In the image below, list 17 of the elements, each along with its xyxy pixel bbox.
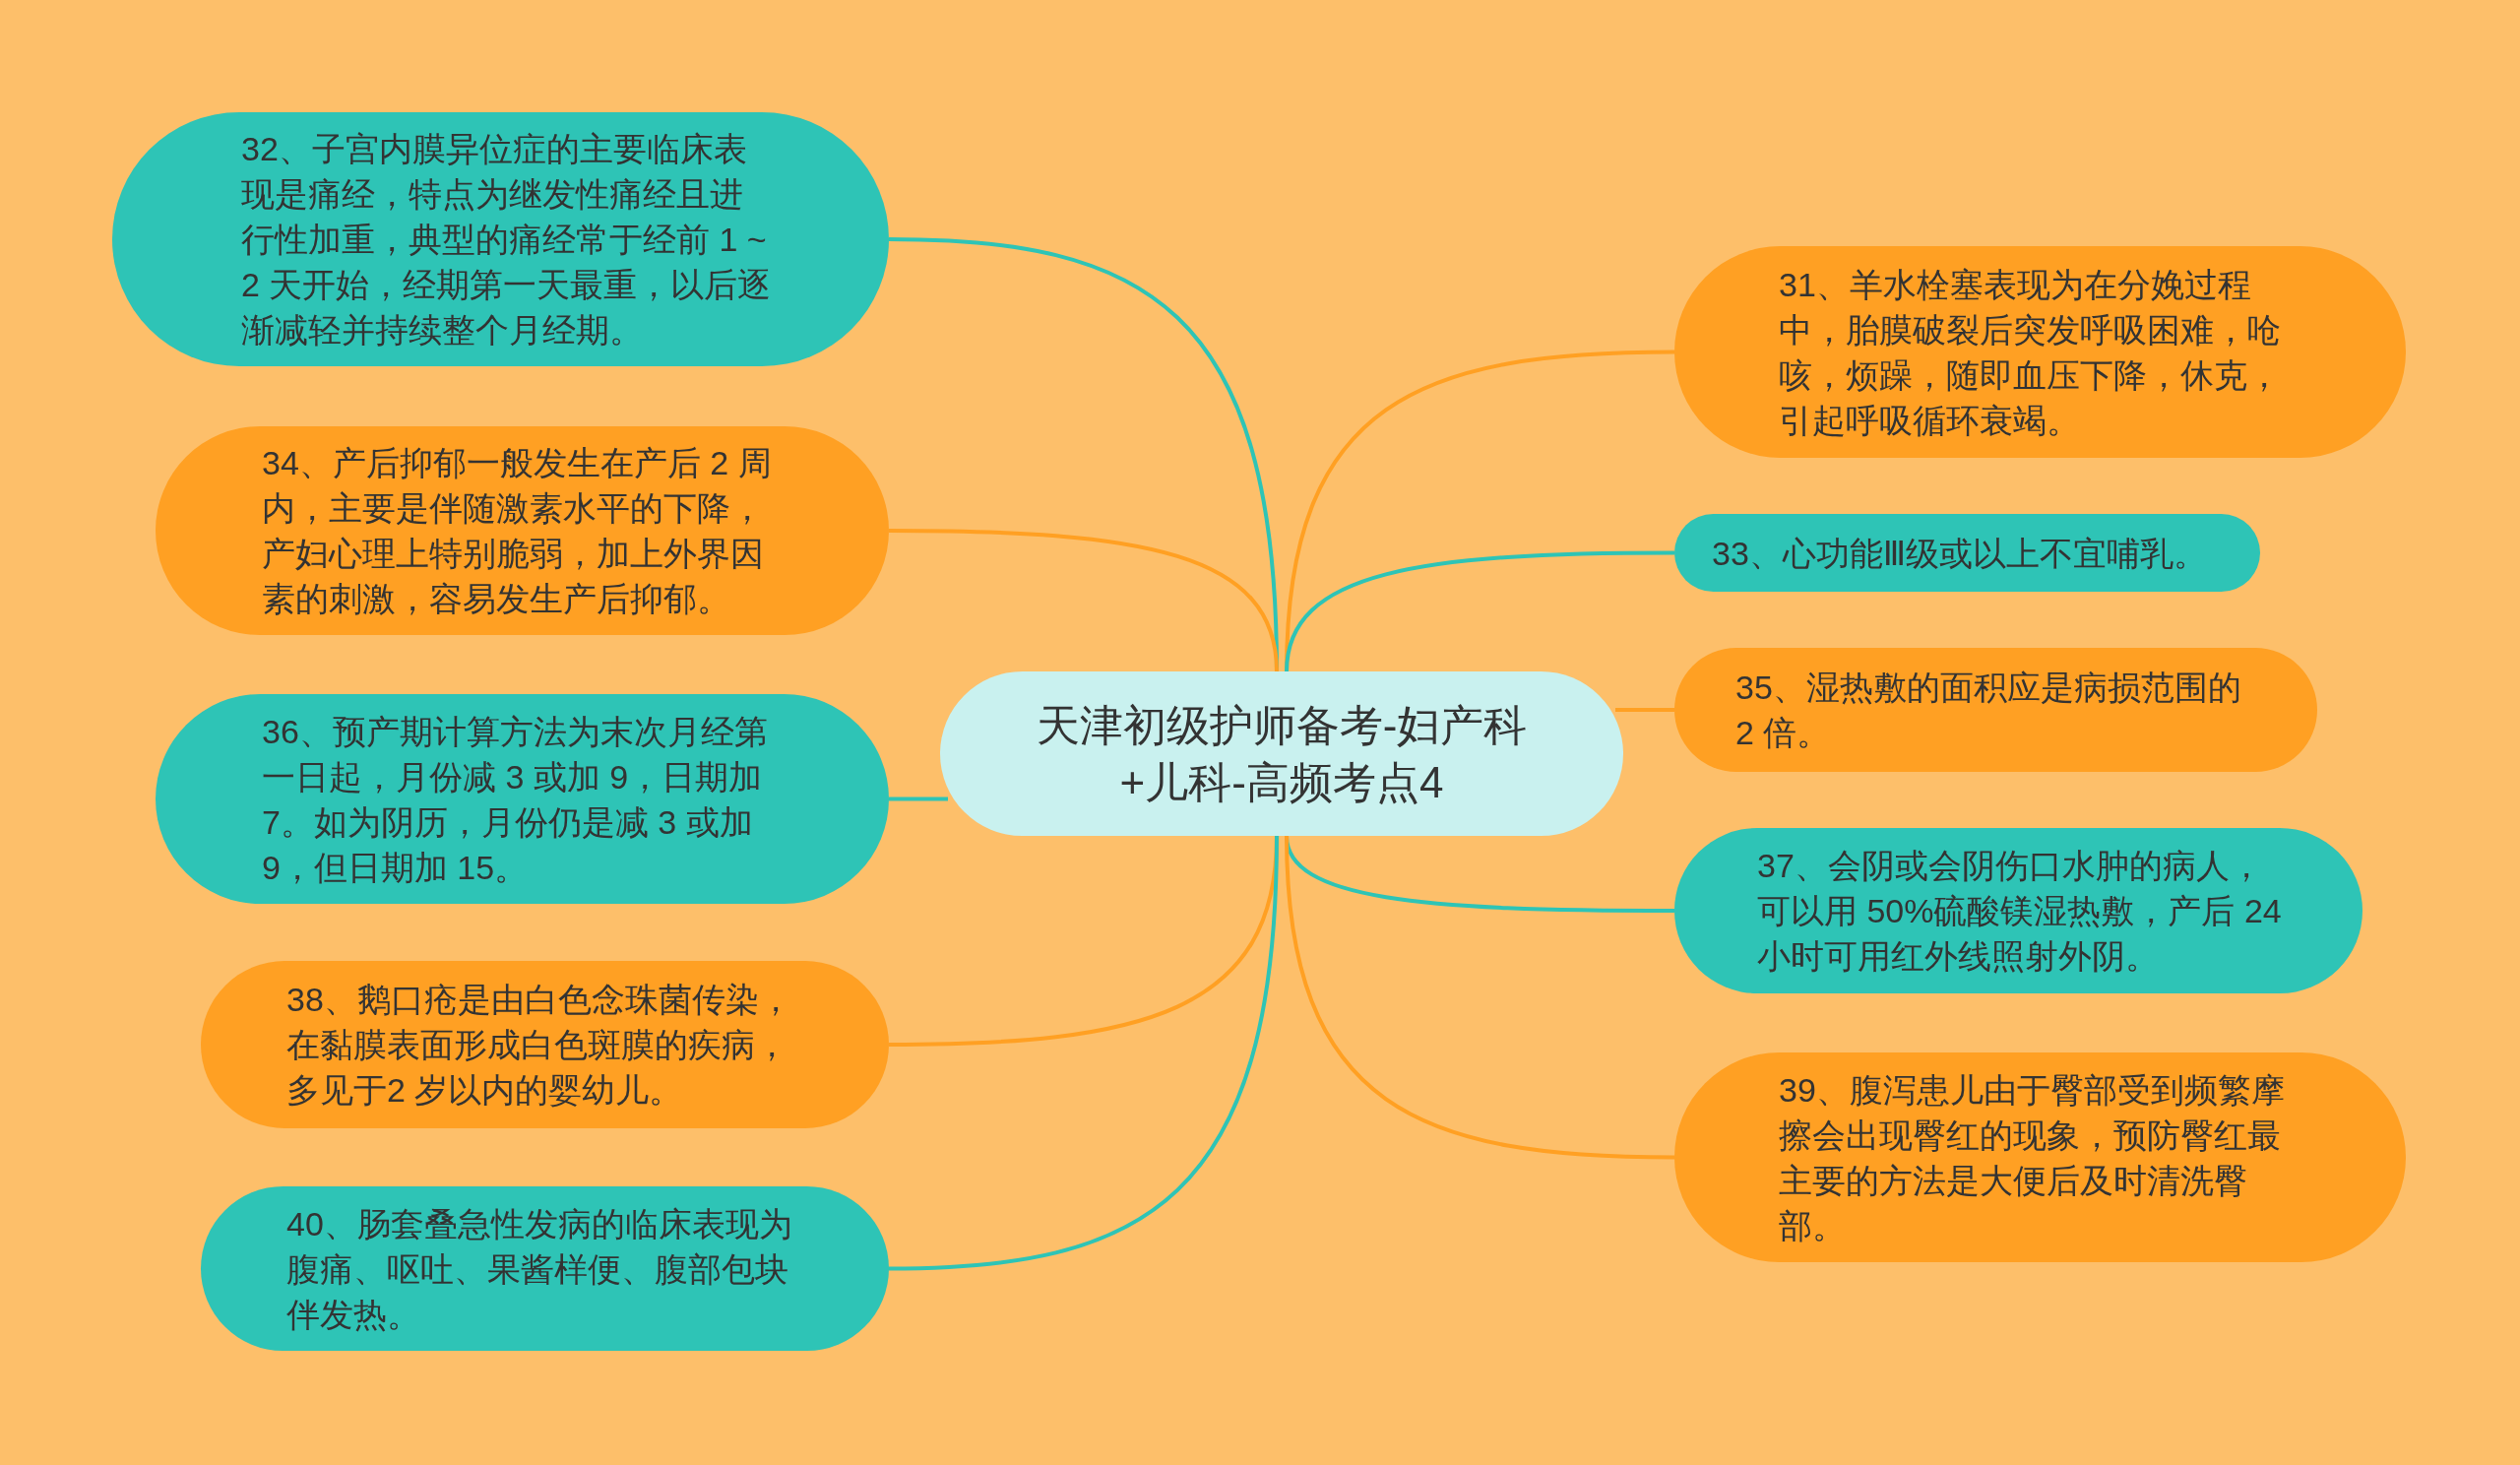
connector-line xyxy=(1285,835,1675,1160)
topic-text: 40、肠套叠急性发病的临床表现为腹痛、呕吐、果酱样便、腹部包块伴发热。 xyxy=(286,1203,793,1335)
topic-text: 37、会阴或会阴伤口水肿的病人，可以用 50%硫酸镁湿热敷，产后 24 小时可用红外线照射外阴。 xyxy=(1757,846,2283,977)
topic-text: 38、鹅口疮是由白色念珠菌传染，在黏膜表面形成白色斑膜的疾病，多见于2 岁以内的婴幼儿。 xyxy=(286,980,793,1111)
topic-text: 34、产后抑郁一般发生在产后 2 周内，主要是伴随激素水平的下降，产妇心理上特别脆弱，加上外界因素的刺激，容易发生产后抑郁。 xyxy=(262,443,773,619)
connector-line xyxy=(889,796,948,801)
topic-text: 36、预产期计算方法为末次月经第一日起，月份减 3 或加 9，日期加 7。如为阴历，月份仍是减 3 或加 9，但日期加 15。 xyxy=(262,711,769,888)
topic-text: 39、腹泻患儿由于臀部受到频繁摩擦会出现臀红的现象，预防臀红最主要的方法是大便后及时清洗臀部。 xyxy=(1779,1069,2286,1246)
connector-line xyxy=(888,835,1279,1271)
connector-line xyxy=(1615,708,1674,712)
topic-text: 32、子宫内膜异位症的主要临床表现是痛经，特点为继发性痛经且进行性加重，典型的痛经常于经前 1 ~ 2 天开始，经期第一天最重，以后逐渐减轻并持续整个月经期。 xyxy=(241,129,773,350)
topic-text: 33、心功能Ⅲ级或以上不宜哺乳。 xyxy=(1712,533,2209,574)
connector-line xyxy=(889,529,1279,672)
topic-text: 35、湿热敷的面积应是病损范围的 2 倍。 xyxy=(1735,668,2242,753)
topic-title: 天津初级护师备考-妇产科+儿科-高频考点4 xyxy=(1035,699,1529,808)
connector-line xyxy=(1285,550,1674,672)
topic-text: 31、羊水栓塞表现为在分娩过程中，胎膜破裂后突发呼吸困难，呛咳，烦躁，随即血压下降，休克，引起呼吸循环衰竭。 xyxy=(1779,264,2282,441)
